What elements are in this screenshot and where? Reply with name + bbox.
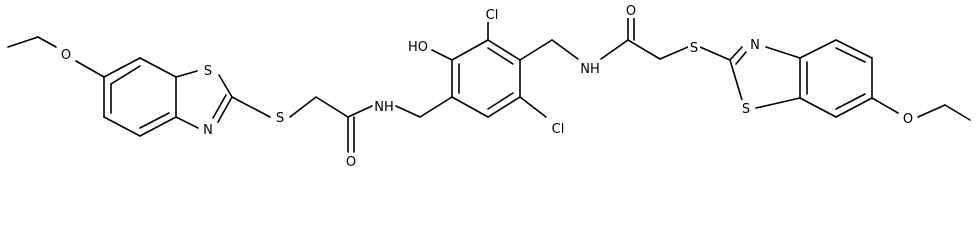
- atom-label-cl1: Cl: [486, 8, 499, 23]
- atom-label-bg: [740, 100, 752, 116]
- atom-label-cl2: Cl: [552, 122, 565, 137]
- atom-label-bg: [482, 6, 502, 22]
- atom-label-o1: O: [61, 48, 71, 63]
- atom-label-o2: O: [346, 155, 356, 170]
- atom-label-bg: [202, 121, 214, 137]
- atom-label-n4: N: [750, 38, 760, 53]
- atom-label-o3: HO: [408, 40, 428, 55]
- atom-label-bg: [688, 39, 700, 55]
- atom-label-s3: S: [690, 41, 698, 56]
- atom-label-bg: [749, 36, 761, 52]
- atom-label-bg: [60, 46, 72, 62]
- atom-label-o4: O: [626, 4, 636, 19]
- atom-label-bg: [374, 98, 394, 114]
- atom-label-bg: [274, 109, 286, 125]
- atom-label-bg: [548, 120, 568, 136]
- atom-label-n3: NH: [580, 62, 600, 77]
- atom-label-bg: [902, 110, 914, 126]
- atom-label-n1: N: [203, 123, 213, 138]
- atom-label-bg: [625, 2, 637, 18]
- atom-label-bg: [408, 38, 428, 54]
- atom-label-bg: [202, 62, 214, 78]
- atom-label-s1: S: [204, 64, 212, 79]
- atom-label-n2: NH: [374, 100, 394, 115]
- atom-label-bg: [345, 153, 357, 169]
- atom-label-s4: S: [742, 102, 750, 117]
- atom-label-o5: O: [903, 112, 913, 127]
- bond-lines: [7, 13, 971, 153]
- atom-label-s2: S: [276, 111, 284, 126]
- atom-label-bg: [580, 60, 600, 76]
